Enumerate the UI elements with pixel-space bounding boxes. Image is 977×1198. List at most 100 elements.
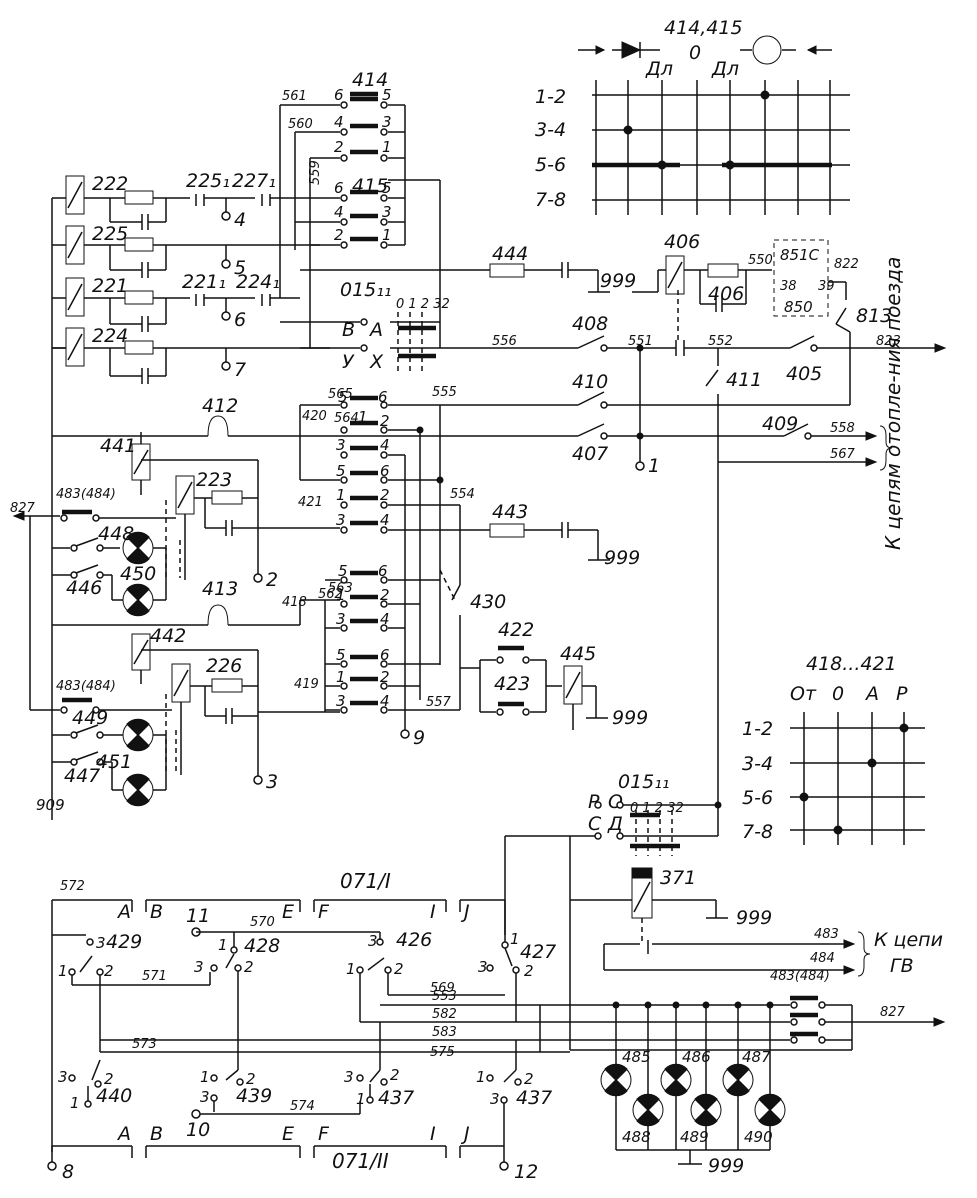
relay-406-coil: [665, 255, 685, 295]
wire-550: 550: [748, 253, 773, 268]
svg-text:2: 2: [380, 586, 390, 604]
svg-text:5: 5: [382, 86, 392, 104]
wire-562: 562: [318, 587, 343, 602]
label-439: 439: [236, 1085, 272, 1107]
label-015-top: 015₁₁: [340, 279, 392, 301]
wire-572: 572: [60, 879, 85, 894]
label-448: 448: [98, 523, 134, 545]
contact-D: Д: [607, 813, 623, 835]
contact-Y: У: [342, 351, 355, 373]
svg-text:4: 4: [380, 610, 390, 628]
wire-558: 558: [830, 421, 855, 436]
label-486: 486: [682, 1048, 711, 1066]
svg-text:6: 6: [334, 179, 344, 197]
label-407: 407: [572, 443, 608, 465]
svg-text:2: 2: [380, 486, 390, 504]
svg-text:3: 3: [58, 1068, 68, 1086]
terminal-7: 7: [234, 359, 246, 381]
label-437-a: 437: [378, 1087, 414, 1109]
label-850: 850: [784, 298, 813, 316]
wire-560: 560: [288, 117, 313, 132]
connector-A1: А: [116, 901, 131, 923]
wire-484: 484: [810, 951, 835, 966]
svg-text:1: 1: [358, 408, 368, 426]
svg-text:6: 6: [380, 646, 390, 664]
label-225-1: 225₁: [186, 170, 230, 192]
svg-text:3: 3: [382, 203, 392, 221]
wire-827-a: 827: [10, 501, 36, 516]
table-418-row-2: 3-4: [742, 753, 773, 775]
svg-text:1: 1: [58, 962, 68, 980]
contact-C: С: [588, 813, 602, 835]
label-437-b: 437: [516, 1087, 552, 1109]
label-226: 226: [206, 655, 242, 677]
wire-554: 554: [450, 487, 475, 502]
connector-B1: В: [150, 901, 163, 923]
note-gv-circuit-2: ГВ: [890, 955, 914, 977]
svg-text:1: 1: [336, 668, 346, 686]
connector-E2: Е: [282, 1123, 294, 1145]
wire-822: 822: [834, 257, 859, 272]
label-451: 451: [96, 751, 132, 773]
svg-text:4: 4: [380, 436, 390, 454]
wire-583: 583: [432, 1025, 457, 1040]
svg-text:3: 3: [490, 1090, 500, 1108]
label-371: 371: [660, 867, 696, 889]
controller-015-bottom: 015₁₁ 0 1 2 32 Р О С Д 371 999: [504, 771, 943, 1050]
svg-text:3: 3: [336, 610, 346, 628]
table-418-row-4: 7-8: [742, 821, 773, 843]
svg-text:3: 3: [336, 511, 346, 529]
svg-text:1: 1: [356, 1090, 366, 1108]
svg-text:5: 5: [336, 462, 346, 480]
label-446: 446: [66, 577, 102, 599]
label-418: 418: [282, 595, 307, 610]
label-444: 444: [492, 243, 528, 265]
terminal-6: 6: [234, 309, 246, 331]
note-gv-circuit-1: К цепи: [874, 929, 943, 951]
label-406-b: 406: [708, 283, 744, 305]
wire-565: 565: [328, 387, 353, 402]
svg-text:2: 2: [246, 1070, 256, 1088]
svg-text:1: 1: [510, 930, 520, 948]
table-414-col-2: 0: [689, 42, 701, 64]
svg-text:1: 1: [336, 586, 346, 604]
svg-text:4: 4: [380, 692, 390, 710]
terminal-3: 3: [266, 771, 278, 793]
svg-text:2: 2: [334, 138, 344, 156]
label-411: 411: [726, 369, 762, 391]
relay-222-coil: [65, 175, 85, 215]
lamp-489-icon: [690, 1093, 722, 1127]
label-413: 413: [202, 578, 238, 600]
label-427: 427: [520, 941, 556, 963]
lamp-block-441: 441 223 2 483(484) 827 448: [10, 432, 340, 617]
label-224: 224: [92, 325, 128, 347]
table-418-row-1: 1-2: [742, 718, 773, 740]
svg-text:3: 3: [200, 1088, 210, 1106]
wire-483: 483: [814, 927, 839, 942]
connector-I1: I: [430, 901, 436, 923]
svg-text:2: 2: [380, 668, 390, 686]
label-440: 440: [96, 1085, 132, 1107]
svg-text:6: 6: [378, 388, 388, 406]
note-heating-circuits: К цепям отопле-ния поезда: [881, 257, 905, 550]
controller-015-top: 015₁₁ 0 1 2 32 В А У Х: [280, 279, 450, 373]
label-449: 449: [72, 707, 108, 729]
lamp-array-485-490: 485 486 487 488 489 490 999: [600, 1001, 786, 1177]
resistor-444: [489, 263, 525, 278]
table-418-421: 418...421 От 0 А Р 1-2 3-4 5-6 7-8: [742, 653, 925, 845]
table-414-row-1: 1-2: [535, 86, 566, 108]
svg-text:2: 2: [394, 960, 404, 978]
svg-text:3: 3: [336, 692, 346, 710]
label-441: 441: [100, 435, 136, 457]
terminal-11: 11: [186, 905, 210, 927]
wire-827-b: 827: [880, 1005, 906, 1020]
svg-text:4: 4: [380, 511, 390, 529]
table-418-col-4: Р: [896, 683, 908, 705]
label-422: 422: [498, 619, 534, 641]
svg-text:5: 5: [338, 388, 348, 406]
wire-570: 570: [250, 915, 275, 930]
label-483-484-a: 483(484): [56, 487, 116, 502]
label-483-484-c: 483(484): [770, 969, 830, 984]
